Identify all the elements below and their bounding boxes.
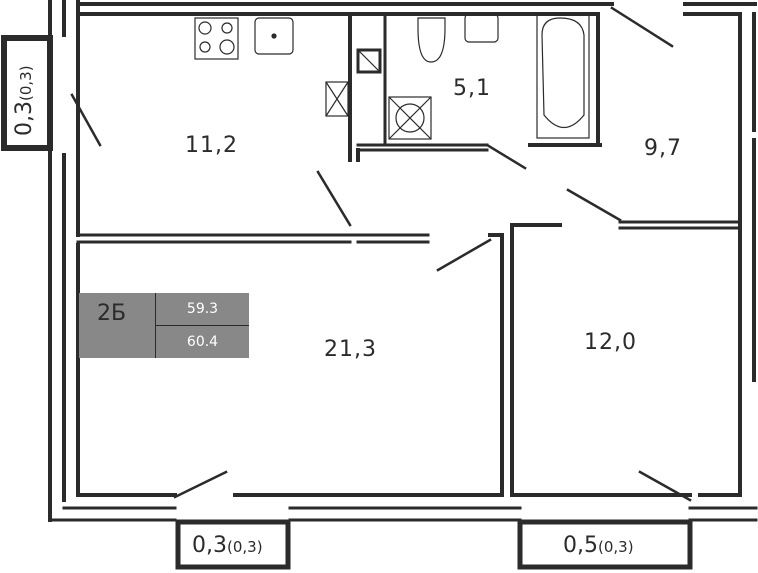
apartment-badge: 2Б 59.3 60.4 bbox=[79, 293, 249, 358]
room-area-kitchen: 11,2 bbox=[185, 133, 238, 158]
balcony-bottom-right-label: 0,5(0,3) bbox=[563, 533, 634, 558]
apartment-type: 2Б bbox=[79, 293, 156, 358]
balcony-left-label: 0,3(0,3) bbox=[12, 65, 37, 136]
total-area: 60.4 bbox=[186, 334, 219, 350]
room-area-bathroom: 5,1 bbox=[453, 76, 491, 101]
living-area: 59.3 bbox=[156, 293, 249, 326]
room-area-living-room: 21,3 bbox=[324, 337, 377, 362]
balcony-bottom-left-label: 0,3(0,3) bbox=[192, 533, 263, 558]
room-area-bedroom-bottom-right: 12,0 bbox=[584, 330, 637, 355]
room-area-bedroom-top-right: 9,7 bbox=[644, 136, 682, 161]
